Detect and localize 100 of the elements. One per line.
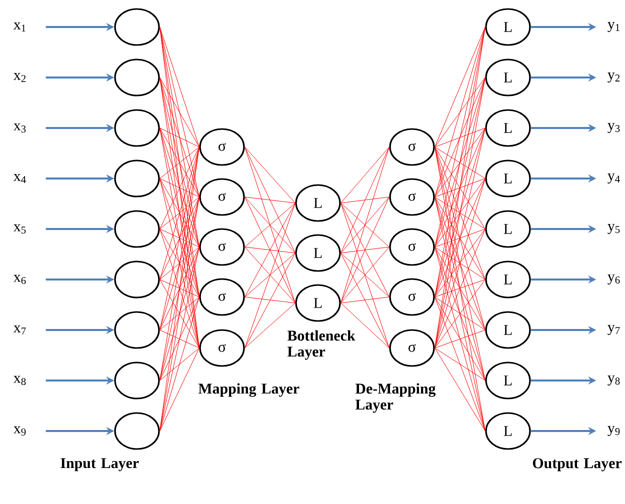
connection-line bbox=[434, 228, 486, 298]
connection-line bbox=[160, 77, 200, 148]
connection-line bbox=[244, 146, 296, 304]
neuron-circle bbox=[114, 362, 160, 400]
connection-line bbox=[434, 26, 486, 348]
connection-line bbox=[160, 246, 200, 381]
connection-line bbox=[434, 26, 486, 198]
connection-line bbox=[434, 26, 486, 248]
connection-line bbox=[434, 348, 486, 432]
input-label: x$_{8}$ bbox=[14, 376, 26, 386]
neuron-circle bbox=[114, 311, 160, 349]
neuron-circle bbox=[114, 109, 160, 147]
connection-line bbox=[160, 128, 200, 348]
connection-line bbox=[160, 330, 200, 348]
connection-line bbox=[434, 196, 486, 280]
connection-line bbox=[434, 296, 486, 432]
connection-line bbox=[434, 178, 486, 198]
input-label: x$_{4}$ bbox=[14, 174, 26, 183]
connection-line bbox=[434, 26, 486, 148]
input-label: x$_{7}$ bbox=[14, 325, 26, 334]
connection-line bbox=[160, 296, 200, 432]
connection-line bbox=[160, 296, 200, 381]
connection-line bbox=[160, 279, 200, 348]
connection-line bbox=[160, 146, 200, 280]
connection-line bbox=[434, 330, 486, 348]
neuron-circle bbox=[114, 8, 160, 46]
connection-line bbox=[434, 178, 486, 248]
connection-line bbox=[434, 196, 486, 432]
neuron-circle bbox=[114, 260, 160, 298]
connection-line bbox=[340, 146, 390, 304]
connection-line bbox=[160, 246, 200, 280]
neuron-circle bbox=[114, 160, 160, 198]
connection-line bbox=[434, 279, 486, 348]
connection-line bbox=[340, 196, 390, 254]
output-label: y$_{2}$ bbox=[608, 72, 620, 83]
connection-line bbox=[160, 128, 200, 198]
output-label: y$_{8}$ bbox=[608, 375, 620, 386]
input-label: x$_{1}$ bbox=[14, 22, 26, 32]
output-label: y$_{5}$ bbox=[608, 224, 620, 234]
connection-line bbox=[160, 26, 200, 148]
connection-line bbox=[160, 178, 200, 198]
connection-line bbox=[340, 196, 390, 204]
connection-line bbox=[340, 146, 390, 204]
layer-label: Input Layer bbox=[60, 458, 139, 472]
connection-line bbox=[340, 202, 390, 348]
connection-line bbox=[434, 246, 486, 330]
connection-line bbox=[244, 146, 296, 204]
connection-line bbox=[340, 296, 390, 304]
connection-line bbox=[434, 246, 486, 280]
connection-line bbox=[340, 302, 390, 348]
connection-line bbox=[340, 246, 390, 304]
connection-line bbox=[434, 128, 486, 348]
connection-line bbox=[340, 202, 390, 248]
connection-line bbox=[434, 128, 486, 248]
connection-line bbox=[434, 196, 486, 230]
connection-line bbox=[434, 146, 486, 280]
connection-line bbox=[160, 348, 200, 381]
connection-line bbox=[244, 196, 296, 204]
connection-line bbox=[160, 77, 200, 198]
connection-line bbox=[434, 246, 486, 381]
connection-line bbox=[160, 178, 200, 298]
connection-line bbox=[434, 196, 486, 330]
connection-line bbox=[434, 77, 486, 298]
connection-line bbox=[434, 296, 486, 330]
input-label: x$_{6}$ bbox=[14, 274, 26, 284]
connection-line bbox=[434, 146, 486, 330]
input-label: x$_{2}$ bbox=[14, 73, 26, 82]
connection-line bbox=[160, 228, 200, 348]
connection-line bbox=[160, 296, 200, 330]
connection-line bbox=[160, 228, 200, 248]
connection-line bbox=[244, 196, 296, 254]
connection-line bbox=[160, 178, 200, 348]
connection-line bbox=[244, 146, 296, 254]
connection-line bbox=[244, 252, 296, 298]
connection-line bbox=[244, 202, 296, 348]
connection-line bbox=[434, 228, 486, 248]
connection-line bbox=[160, 196, 200, 280]
layer-label: Bottleneck Layer bbox=[287, 330, 356, 360]
connection-line bbox=[160, 146, 200, 432]
connection-line bbox=[434, 178, 486, 348]
connection-line bbox=[160, 146, 200, 230]
connection-line bbox=[244, 252, 296, 348]
connection-line bbox=[434, 146, 486, 230]
connection-line bbox=[160, 128, 200, 148]
input-label: x$_{5}$ bbox=[14, 224, 26, 234]
connection-line bbox=[160, 196, 200, 330]
connection-line bbox=[434, 77, 486, 148]
neuron-circle bbox=[114, 58, 160, 96]
connection-line bbox=[340, 252, 390, 298]
connection-line bbox=[434, 128, 486, 198]
connection-line bbox=[160, 128, 200, 298]
layer-label: Output Layer bbox=[532, 458, 622, 472]
connection-line bbox=[160, 228, 200, 298]
connection-line bbox=[434, 348, 486, 381]
connection-line bbox=[340, 246, 390, 254]
connection-line bbox=[434, 178, 486, 298]
connection-line bbox=[434, 128, 486, 298]
connection-line bbox=[434, 77, 486, 248]
connection-line bbox=[160, 26, 200, 248]
connection-line bbox=[160, 77, 200, 348]
